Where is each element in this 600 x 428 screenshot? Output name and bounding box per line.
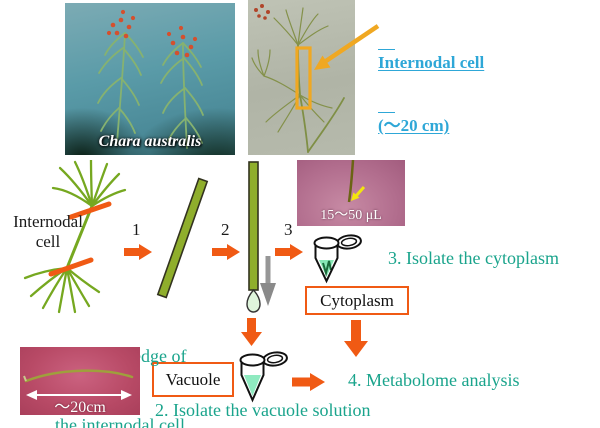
specimen-plant-illustration	[251, 4, 345, 153]
specimen-photo	[248, 0, 355, 155]
chara-australis-photo: Chara australis	[65, 3, 235, 155]
cut-marks	[48, 201, 112, 277]
internodal-cell-label: Internodal cell	[0, 212, 96, 252]
internodal-cell-highlight-rectangle	[295, 46, 312, 110]
step3-caption: 3. Isolate the cytoplasm	[388, 248, 559, 268]
cell-length-photo: ～20cm	[20, 347, 140, 415]
cell-length-illustration	[23, 369, 134, 400]
cytoplasm-tube-icon	[313, 234, 362, 284]
vacuole-down-arrow-icon	[241, 318, 262, 346]
length-double-arrow-icon	[26, 390, 132, 400]
cell-length-caption: ～20cm	[54, 399, 106, 415]
step2-caption: 2. Isolate the vacuole solution	[155, 400, 371, 420]
vacuole-droplet	[246, 288, 261, 313]
step-number-2: 2	[221, 220, 230, 239]
callout-line1: Internodal cell	[378, 53, 485, 72]
vacuole-box: Vacuole	[152, 362, 234, 397]
cut-cell-rod	[156, 177, 209, 299]
cytoplasm-down-arrow-icon	[344, 320, 368, 357]
cytoplasm-box: Cytoplasm	[305, 286, 409, 315]
chara-plants-illustration	[97, 9, 204, 149]
step-number-1: 1	[132, 220, 141, 239]
extract-volume-photo: 15～50 μL	[297, 160, 405, 226]
droplet-pointer-arrow-icon	[351, 186, 366, 201]
step1-caption-line2: the internodal cell	[55, 415, 185, 428]
internodal-cell-label-line1: Internodal	[13, 212, 83, 231]
internodal-cell-label-line2: cell	[35, 232, 61, 251]
flow-arrow-1-icon	[124, 244, 152, 260]
internodal-cell-sketch	[23, 160, 127, 314]
callout-pointer-arrow	[314, 24, 380, 70]
step-number-3: 3	[284, 220, 293, 239]
flow-arrow-2-icon	[212, 244, 240, 260]
metabolome-right-arrow-icon	[292, 373, 325, 391]
gravity-arrow-icon	[260, 256, 276, 306]
vacuole-tube-icon	[239, 351, 288, 403]
flow-arrow-3-icon	[275, 244, 303, 260]
extract-volume-caption: 15～50 μL	[320, 208, 382, 223]
callout-line2: (～20 cm)	[378, 116, 450, 135]
chara-australis-caption: Chara australis	[98, 133, 202, 150]
extract-photo-illustration	[347, 160, 366, 203]
cell-dripping-rod	[246, 161, 276, 313]
internodal-cell-callout: Internodal cell (～20 cm)	[378, 10, 484, 178]
step4-caption: 4. Metabolome analysis	[348, 370, 520, 390]
